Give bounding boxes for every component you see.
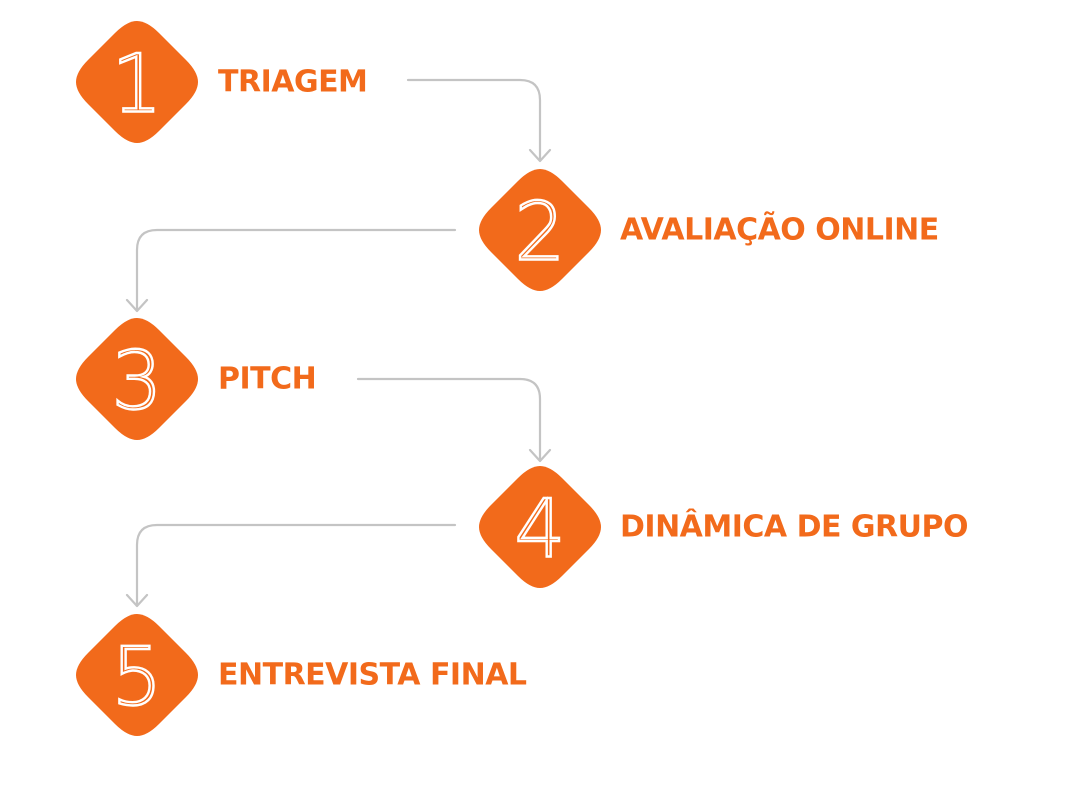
step-5: 5 ENTREVISTA FINAL (76, 614, 527, 736)
step-3-label: PITCH (218, 362, 316, 397)
step-2-number: 2 (515, 186, 566, 279)
step-1-label: TRIAGEM (218, 65, 367, 100)
connector-3-to-4 (356, 377, 552, 463)
connector-4-to-5 (125, 523, 457, 608)
connector-1-to-2 (406, 78, 552, 163)
connectors (125, 78, 552, 608)
connector-2-to-3 (125, 228, 457, 313)
step-5-label: ENTREVISTA FINAL (218, 658, 527, 693)
step-4-number: 4 (515, 483, 566, 576)
step-2: 2 AVALIAÇÃO ONLINE (479, 169, 939, 291)
step-4-label: DINÂMICA DE GRUPO (620, 509, 968, 545)
step-5-number: 5 (112, 631, 163, 724)
step-4: 4 DINÂMICA DE GRUPO (479, 466, 969, 588)
step-1-number: 1 (112, 38, 163, 131)
step-3-number: 3 (112, 335, 163, 428)
step-3: 3 PITCH (76, 318, 317, 440)
step-1: 1 TRIAGEM (76, 21, 368, 143)
step-2-label: AVALIAÇÃO ONLINE (620, 211, 939, 248)
